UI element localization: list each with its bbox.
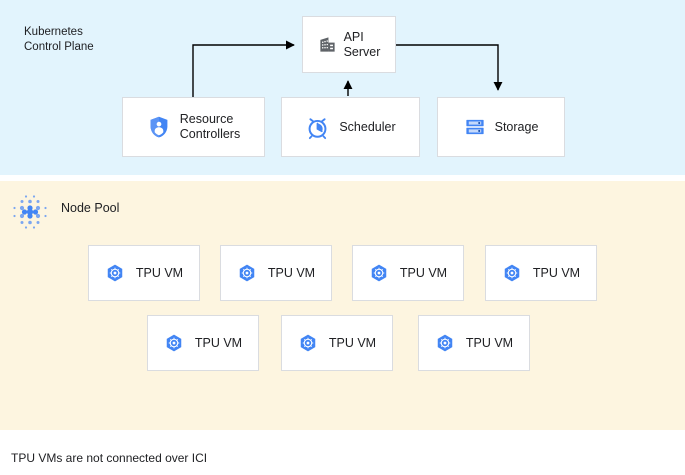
tpu-vm-box[interactable]: TPU VM [281, 315, 393, 371]
tpu-vm-box[interactable]: TPU VM [352, 245, 464, 301]
node-pool-section-label: Node Pool [61, 201, 120, 215]
tpu-vm-box[interactable]: TPU VM [220, 245, 332, 301]
tpu-hexagon-gear-icon [504, 264, 520, 282]
tpu-vm-label: TPU VM [328, 335, 377, 350]
tpu-vm-label: TPU VM [267, 265, 316, 280]
tpu-hexagon-gear-icon [300, 334, 316, 352]
tpu-hexagon-gear-icon [166, 334, 182, 352]
tpu-hexagon-gear-icon [371, 264, 387, 282]
tpu-vm-label: TPU VM [532, 265, 581, 280]
alarm-clock-icon [308, 117, 327, 139]
node-resource-controllers[interactable]: Resource Controllers [122, 97, 265, 157]
tpu-vm-box[interactable]: TPU VM [418, 315, 530, 371]
control-plane-section-label: Kubernetes Control Plane [24, 26, 94, 53]
tpu-vm-box[interactable]: TPU VM [147, 315, 259, 371]
tpu-hexagon-gear-icon [437, 334, 453, 352]
diagram-footnote: TPU VMs are not connected over ICI [11, 451, 208, 465]
tpu-hexagon-gear-icon [239, 264, 255, 282]
shield-person-icon [150, 116, 168, 138]
node-scheduler-label: Scheduler [339, 119, 396, 134]
tpu-hexagon-gear-icon [107, 264, 123, 282]
tpu-vm-label: TPU VM [194, 335, 243, 350]
tpu-vm-label: TPU VM [465, 335, 514, 350]
node-pool-section [0, 181, 685, 430]
node-api-server[interactable]: API Server [302, 16, 396, 73]
node-api-server-label: API Server [343, 29, 381, 59]
node-scheduler[interactable]: Scheduler [281, 97, 420, 157]
node-pool-dot-grid-icon [13, 195, 47, 229]
tpu-vm-box[interactable]: TPU VM [88, 245, 200, 301]
node-storage[interactable]: Storage [437, 97, 565, 157]
node-resource-controllers-label: Resource Controllers [179, 112, 241, 141]
server-rack-icon [465, 119, 484, 135]
building-icon [319, 37, 335, 52]
tpu-vm-label: TPU VM [399, 265, 448, 280]
tpu-vm-box[interactable]: TPU VM [485, 245, 597, 301]
tpu-vm-label: TPU VM [135, 265, 184, 280]
node-storage-label: Storage [494, 119, 539, 134]
